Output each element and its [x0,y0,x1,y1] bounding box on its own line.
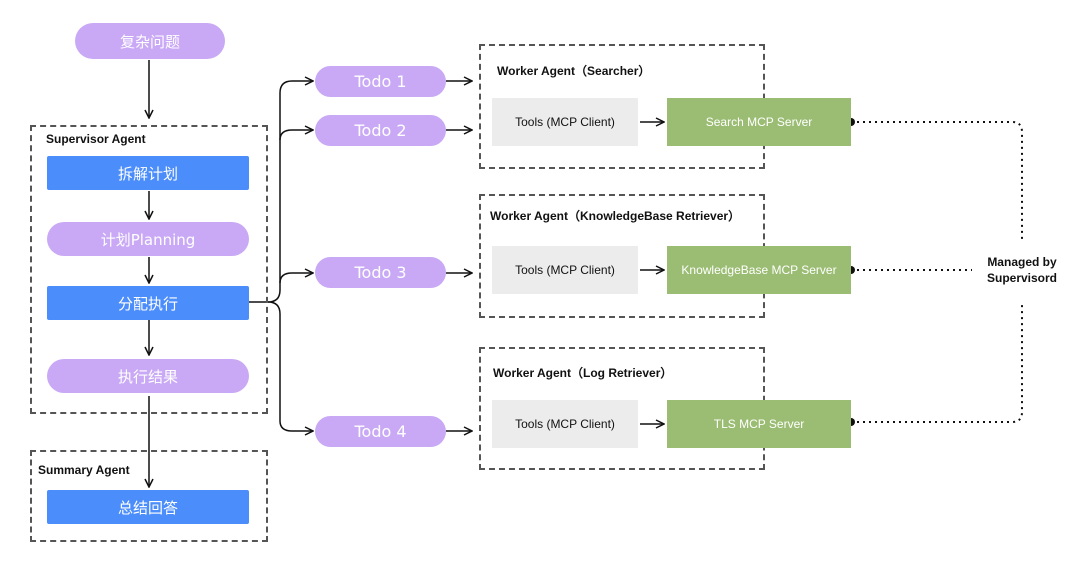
dotted-link-search [851,121,1023,242]
split-plan-node: 拆解计划 [47,156,249,190]
kb-tools-box: Tools (MCP Client) [492,246,638,294]
log-tools-box: Tools (MCP Client) [492,400,638,448]
summarize-answer-node: 总结回答 [47,490,249,524]
searcher-tools-box: Tools (MCP Client) [492,98,638,146]
worker-kb-title: Worker Agent（KnowledgeBase Retriever） [490,209,741,223]
search-mcp-server-box: Search MCP Server [667,98,851,146]
assign-execute-node: 分配执行 [47,286,249,320]
todo-1-node: Todo 1 [315,66,446,97]
planning-node: 计划Planning [47,222,249,256]
todo-3-node: Todo 3 [315,257,446,288]
todo-4-node: Todo 4 [315,416,446,447]
arrow-to-todo-1 [267,81,313,303]
complex-question-node: 复杂问题 [75,23,225,59]
arrow-to-todo-2 [279,130,313,141]
worker-searcher-title: Worker Agent（Searcher） [497,64,651,78]
supervisor-agent-title: Supervisor Agent [46,132,146,146]
supervisord-line: Supervisord [986,271,1058,285]
managed-by-supervisord-label: Managed by Supervisord [972,254,1072,286]
arrow-to-todo-4 [267,301,313,431]
arrow-to-todo-3 [279,273,313,284]
worker-log-title: Worker Agent（Log Retriever） [493,366,673,380]
execution-result-node: 执行结果 [47,359,249,393]
kb-mcp-server-box: KnowledgeBase MCP Server [667,246,851,294]
summary-agent-title: Summary Agent [38,463,130,477]
tls-mcp-server-box: TLS MCP Server [667,400,851,448]
supervisor-agent-frame [30,125,268,414]
todo-2-node: Todo 2 [315,115,446,146]
summary-agent-frame [30,450,268,542]
dotted-link-tls [851,303,1023,423]
managed-by-line: Managed by [987,255,1057,269]
